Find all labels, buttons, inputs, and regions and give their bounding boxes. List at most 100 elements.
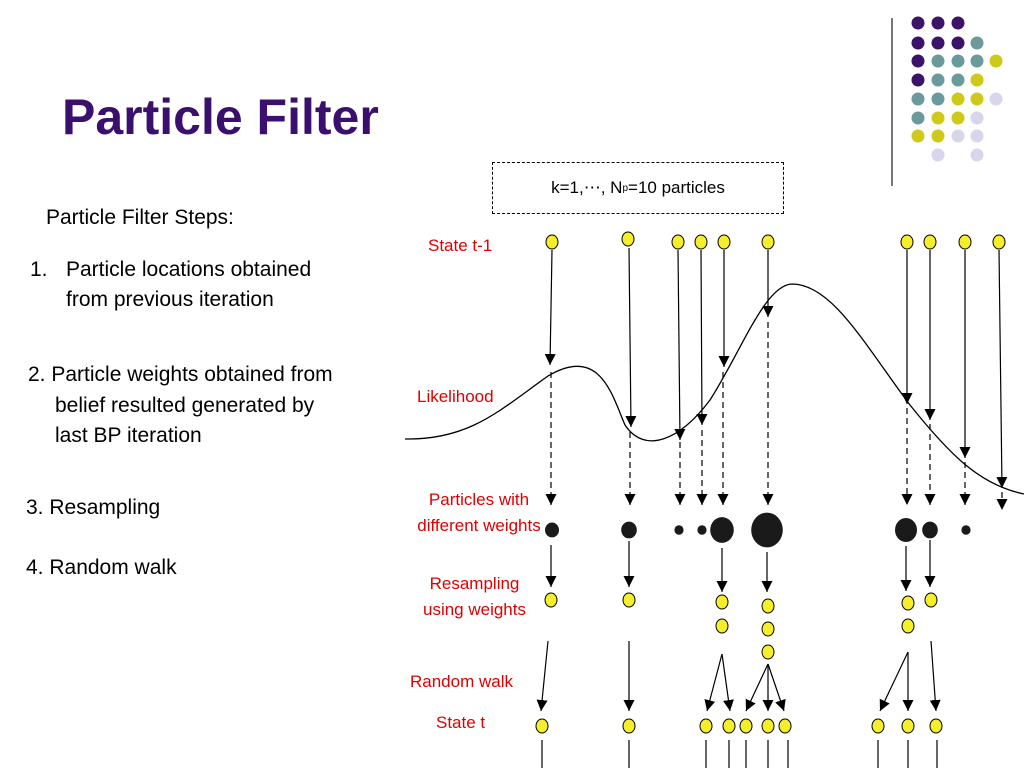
- decorative-dot: [931, 16, 945, 30]
- step-2-line-1: 2. Particle weights obtained from: [28, 363, 333, 386]
- particle-state-t-minus-1: [761, 234, 775, 250]
- label-weights: Particles with different weights: [404, 487, 554, 539]
- particle-state-t-minus-1: [671, 234, 685, 250]
- particle-state-t: [722, 718, 736, 734]
- resampled-particle: [901, 618, 915, 634]
- particle-state-t: [871, 718, 885, 734]
- resampled-particle: [761, 621, 775, 637]
- resampled-particle: [715, 594, 729, 610]
- particle-state-t: [901, 718, 915, 734]
- step-2-line-2: belief resulted generated by: [55, 394, 315, 417]
- particle-count-subscript: p: [622, 182, 629, 194]
- label-resampling-line-1: Resampling: [429, 574, 520, 593]
- particle-state-t-minus-1: [717, 234, 731, 250]
- decorative-dot: [931, 36, 945, 50]
- weighted-particle: [895, 518, 917, 542]
- decorative-dot: [970, 36, 984, 50]
- decorative-dot: [911, 92, 925, 106]
- decorative-dot: [970, 148, 984, 162]
- decorative-dot: [911, 36, 925, 50]
- particle-state-t: [535, 718, 549, 734]
- weighted-particle: [621, 521, 637, 539]
- arrow-random-walk: [745, 663, 769, 712]
- decorative-dot: [931, 92, 945, 106]
- decorative-dot: [911, 111, 925, 125]
- arrow-particle-to-likelihood: [544, 249, 556, 366]
- label-resampling-line-2: using weights: [422, 600, 526, 619]
- particle-count-suffix: =10 particles: [628, 178, 725, 197]
- step-2-line-3: last BP iteration: [55, 424, 202, 447]
- decorative-vertical-rule: [891, 18, 893, 186]
- decorative-dot: [931, 73, 945, 87]
- particle-state-t: [778, 718, 792, 734]
- decorative-dot: [970, 92, 984, 106]
- resampled-particle: [901, 595, 915, 611]
- resampled-particle: [622, 592, 636, 608]
- step-1-number: 1.: [30, 258, 48, 281]
- arrow-random-walk: [704, 653, 723, 712]
- label-resampling: Resampling using weights: [402, 571, 547, 623]
- label-likelihood: Likelihood: [417, 387, 494, 406]
- decorative-dot: [989, 54, 1003, 68]
- weighted-particle: [751, 512, 783, 548]
- arrow-particle-to-likelihood: [674, 249, 686, 441]
- decorative-dot: [911, 16, 925, 30]
- decorative-dot: [931, 111, 945, 125]
- decorative-dot: [951, 36, 965, 50]
- decorative-dot: [989, 92, 1003, 106]
- step-4: 4. Random walk: [26, 556, 177, 579]
- decorative-dot: [970, 54, 984, 68]
- resampled-particle: [761, 598, 775, 614]
- resampled-particle: [924, 592, 938, 608]
- particle-state-t: [929, 718, 943, 734]
- decorative-dot: [931, 54, 945, 68]
- label-weights-line-1: Particles with: [428, 490, 530, 509]
- particle-state-t: [761, 718, 775, 734]
- page-title: Particle Filter: [62, 89, 379, 145]
- label-state-t-minus-1: State t-1: [428, 236, 493, 255]
- step-1-line-1: Particle locations obtained: [66, 258, 312, 281]
- particle-state-t-minus-1: [621, 231, 635, 247]
- weighted-particle: [674, 525, 684, 535]
- particle-state-t: [622, 718, 636, 734]
- particle-state-t: [739, 718, 753, 734]
- decorative-dot: [951, 92, 965, 106]
- decorative-dot: [911, 73, 925, 87]
- decorative-dot: [951, 73, 965, 87]
- weighted-particle: [961, 525, 971, 535]
- weighted-particle: [922, 521, 938, 539]
- particle-state-t-minus-1: [923, 234, 937, 250]
- decorative-dot: [911, 129, 925, 143]
- decorative-dot: [951, 16, 965, 30]
- decorative-dot: [931, 129, 945, 143]
- weighted-particle: [697, 525, 707, 535]
- particle-state-t-minus-1: [958, 234, 972, 250]
- particle-state-t: [699, 718, 713, 734]
- decorative-dot: [911, 54, 925, 68]
- resampled-particle: [761, 644, 775, 660]
- decorative-dot: [970, 111, 984, 125]
- arrow-random-walk: [879, 651, 909, 712]
- decorative-dot: [951, 111, 965, 125]
- particle-state-t-minus-1: [545, 234, 559, 250]
- decorative-dot: [970, 73, 984, 87]
- particle-count-prefix: k=1,⋯, N: [551, 178, 623, 197]
- weighted-particle: [545, 522, 559, 538]
- arrow-random-walk: [536, 640, 549, 712]
- decorative-dot: [951, 54, 965, 68]
- arrow-random-walk: [929, 640, 941, 712]
- resampled-particle: [544, 592, 558, 608]
- arrow-particle-to-likelihood: [996, 249, 1008, 489]
- step-3: 3. Resampling: [26, 496, 161, 519]
- decorative-dot: [951, 129, 965, 143]
- label-random-walk: Random walk: [410, 672, 513, 691]
- arrow-particle-to-likelihood: [696, 249, 708, 426]
- label-weights-line-2: different weights: [417, 516, 541, 535]
- resampled-particle: [715, 618, 729, 634]
- particle-state-t-minus-1: [694, 234, 708, 250]
- arrow-random-walk: [721, 653, 734, 712]
